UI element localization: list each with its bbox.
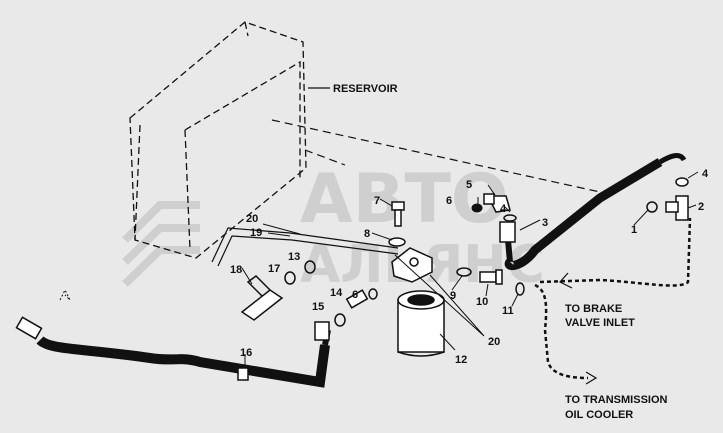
o-ring-11: [515, 282, 525, 296]
hose-3: [504, 153, 687, 271]
hose-end-cap: [59, 288, 71, 301]
callout-3: 3: [542, 217, 548, 229]
o-ring-15: [334, 313, 346, 327]
reservoir-tank: [129, 21, 307, 259]
o-ring-13: [304, 260, 316, 274]
o-ring-17: [284, 271, 296, 285]
hose-16: [36, 329, 331, 388]
tee-fitting-2: [665, 177, 689, 221]
callout-11: 11: [502, 305, 514, 317]
fitting-14: [345, 289, 369, 309]
label-oil-cooler: OIL COOLER: [565, 409, 633, 421]
brake-line: [539, 217, 692, 287]
callout-4b: 4: [500, 203, 507, 215]
elbow-5: [483, 193, 511, 213]
callout-4a: 4: [702, 168, 709, 180]
o-ring-9: [456, 267, 472, 277]
callout-5: 5: [466, 179, 472, 191]
hose-16-ends: [15, 316, 330, 381]
callout-19: 19: [250, 227, 262, 239]
label-reservoir: RESERVOIR: [333, 83, 398, 95]
callout-6a: 6: [446, 195, 452, 207]
callout-numbers: 1 2 3 4 4 5 6 6 7 8 9 10 11 12 13 14 15 …: [230, 168, 709, 366]
callout-1: 1: [631, 224, 637, 236]
return-tube-19: [211, 227, 399, 267]
callout-12: 12: [455, 354, 467, 366]
adapter-18: [240, 275, 284, 321]
hose-3-fitting: [499, 221, 516, 243]
o-ring-6b: [368, 288, 378, 300]
text-labels: RESERVOIR TO BRAKE VALVE INLET TO TRANSM…: [333, 83, 668, 421]
watermark-line1: АВТО: [300, 160, 509, 239]
transmission-line: [534, 283, 589, 380]
callout-15: 15: [312, 301, 324, 313]
o-ring-4: [503, 214, 517, 222]
transmission-arrow-icon: [585, 371, 598, 385]
callout-13: 13: [288, 251, 300, 263]
fitting-10: [479, 269, 503, 285]
callout-20b: 20: [488, 336, 500, 348]
label-valve-inlet: VALVE INLET: [565, 317, 635, 329]
o-ring-1: [646, 201, 658, 213]
callout-6b: 6: [352, 289, 358, 301]
callout-20a: 20: [246, 213, 258, 225]
callout-18: 18: [230, 264, 242, 276]
callout-2: 2: [698, 201, 704, 213]
callout-9: 9: [450, 290, 456, 302]
callout-10: 10: [476, 296, 488, 308]
filter-head: [391, 247, 433, 283]
callout-17: 17: [268, 263, 280, 275]
callout-8: 8: [364, 228, 370, 240]
brake-arrow-icon: [559, 272, 573, 289]
leader-lines: [241, 171, 699, 366]
label-to-brake: TO BRAKE: [565, 303, 622, 315]
washer-6: [471, 203, 483, 213]
callout-16: 16: [240, 347, 252, 359]
reference-lines: [271, 119, 601, 193]
callout-7: 7: [374, 195, 380, 207]
callout-14: 14: [330, 287, 343, 299]
filter-12: [397, 290, 445, 357]
label-to-transmission: TO TRANSMISSION: [565, 394, 668, 406]
watermark-logo: [122, 201, 200, 287]
washer-8: [388, 237, 406, 247]
